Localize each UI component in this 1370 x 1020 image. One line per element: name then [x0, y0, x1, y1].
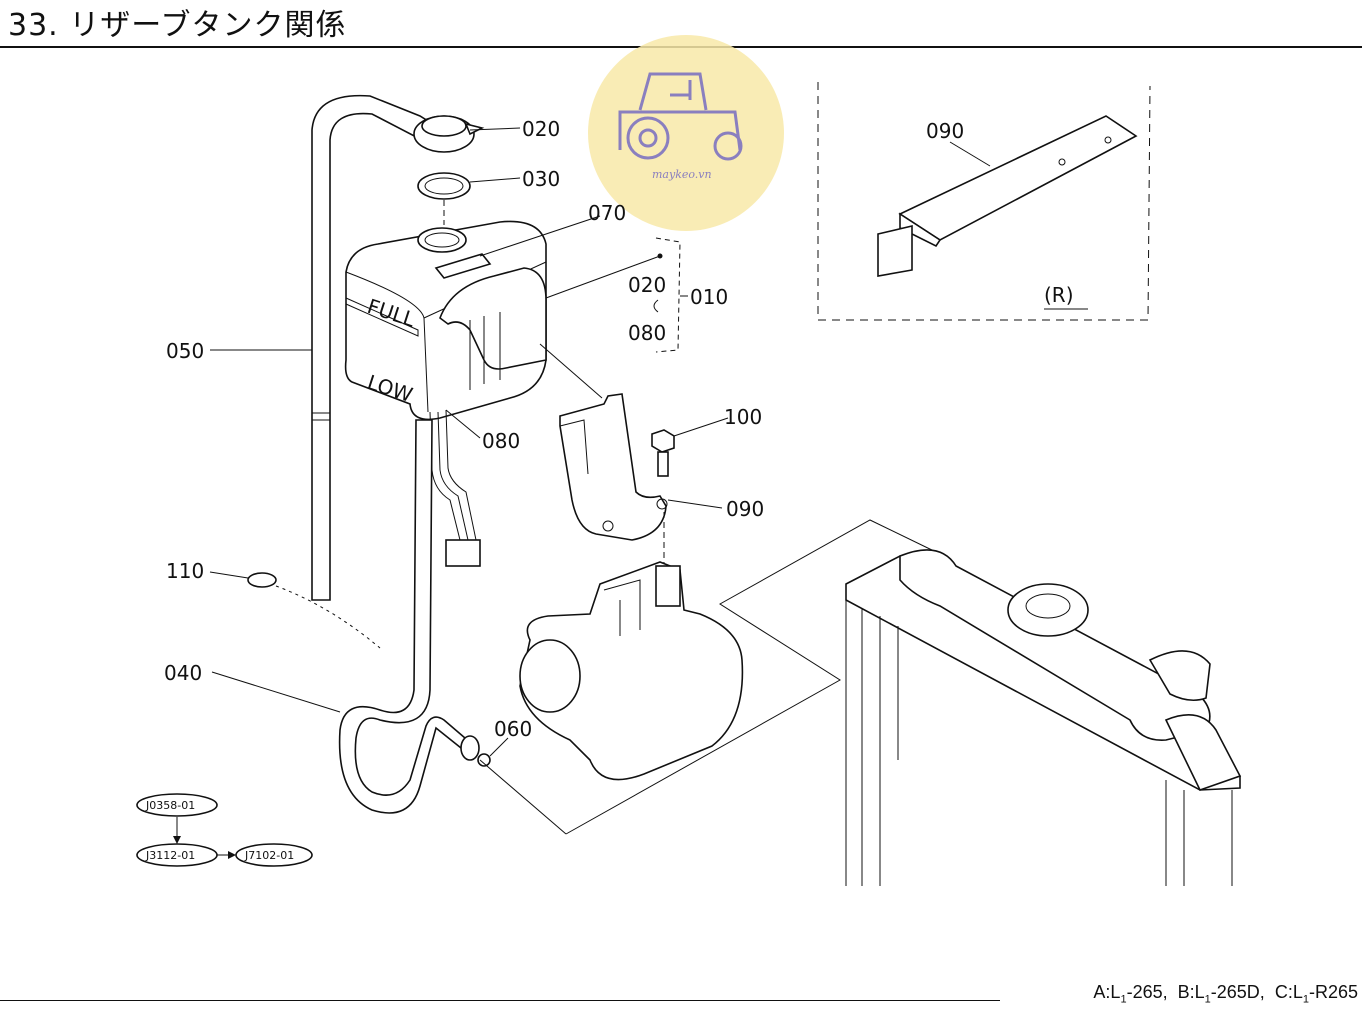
gasket-030 [417, 172, 471, 200]
reference-3: J7102-01 [244, 849, 294, 862]
label-040: 040 [164, 661, 202, 685]
reference-bubble-1 [136, 793, 218, 817]
clamp-060 [477, 753, 491, 767]
radiator [845, 549, 1242, 886]
page-title: 33. リザーブタンク関係 [8, 8, 347, 43]
reserve-tank: FULL LOW [344, 220, 547, 421]
bolt-100 [651, 429, 675, 477]
model-c-num: -R265 [1308, 982, 1358, 1002]
reference-bubble-3 [235, 843, 313, 867]
label-variant-r: (R) [1044, 283, 1074, 307]
footer-rule [0, 1000, 1000, 1001]
reference-2: J3112-01 [145, 849, 195, 862]
label-020: 020 [522, 117, 560, 141]
label-100: 100 [724, 405, 762, 429]
hose-040 [338, 419, 480, 814]
reference-1: J0358-01 [145, 799, 195, 812]
label-090-inset: 090 [926, 119, 964, 143]
chain-110 [247, 572, 381, 649]
model-a: A:L [1093, 982, 1121, 1002]
tractor-icon [618, 72, 743, 161]
tank-cap [413, 115, 485, 153]
model-a-sub: 1 [1120, 993, 1127, 1006]
label-060: 060 [494, 717, 532, 741]
label-080-range: 080 [628, 321, 666, 345]
label-020-range: 020 [628, 273, 666, 297]
watermark: maykeo.vn [588, 35, 784, 231]
label-030: 030 [522, 167, 560, 191]
label-050: 050 [166, 339, 204, 363]
model-a-num: -265, [1126, 982, 1168, 1002]
label-070: 070 [588, 201, 626, 225]
label-110: 110 [166, 559, 204, 583]
model-applicability: A:L1-265, B:L1-265D, C:L1-R265 [1093, 982, 1358, 1006]
watermark-text: maykeo.vn [652, 168, 712, 181]
model-c: C:L [1274, 982, 1303, 1002]
model-b-num: -265D, [1210, 982, 1265, 1002]
label-010: 010 [690, 285, 728, 309]
model-b-sub: 1 [1204, 993, 1211, 1006]
group-bracket-010 [653, 237, 688, 353]
leader-lines [209, 127, 729, 757]
watermark-disc [588, 35, 784, 231]
bracket-090 [539, 343, 668, 580]
inset-variant-r [817, 82, 1151, 321]
model-b: B:L [1177, 982, 1205, 1002]
model-c-sub: 1 [1302, 993, 1309, 1006]
label-080: 080 [482, 429, 520, 453]
label-090: 090 [726, 497, 764, 521]
engine-block [479, 519, 937, 835]
level-sensor-wire [429, 409, 481, 567]
reference-flow: J0358-01 J3112-01 J7102-01 [136, 793, 313, 867]
